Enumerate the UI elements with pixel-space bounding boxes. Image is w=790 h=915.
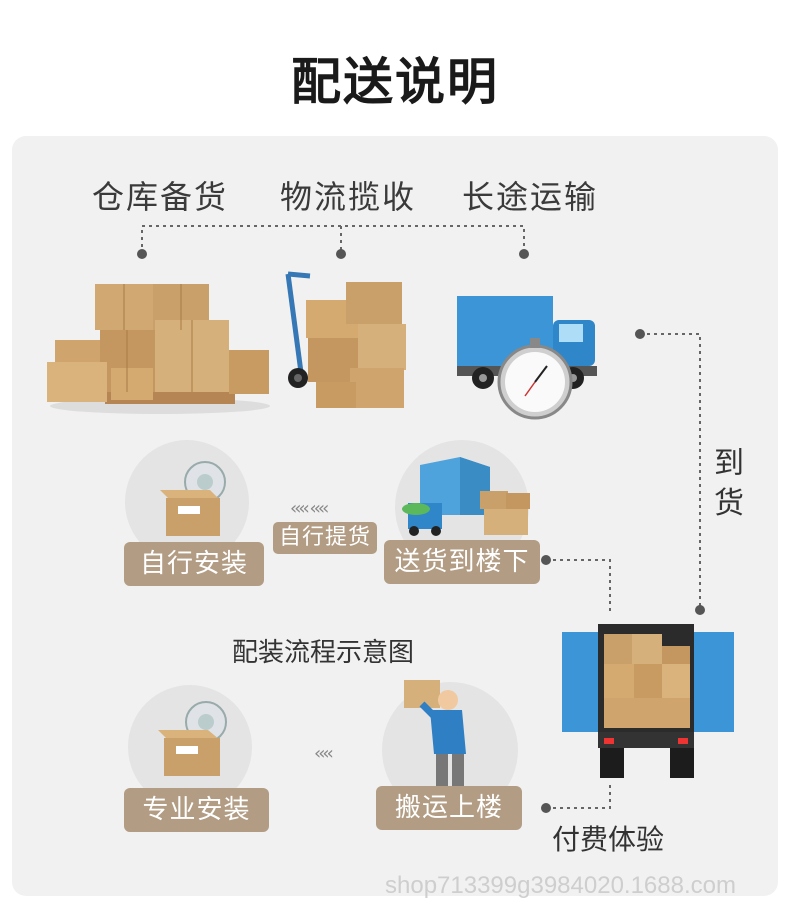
arrive-label-1: 到 — [714, 438, 744, 482]
pickup-badge: 自行提货 — [273, 522, 377, 554]
carry-chevrons: ‹‹‹‹ — [314, 743, 331, 764]
truck-stopwatch-icon — [455, 290, 605, 422]
pickup-chevrons: ‹‹‹‹ ‹‹‹‹ — [290, 498, 326, 519]
arrive-label-2: 货 — [714, 478, 744, 522]
carry-upstairs-badge: 搬运上楼 — [376, 786, 522, 830]
box-parts-icon — [150, 460, 240, 540]
flow-title: 配装流程示意图 — [232, 632, 414, 669]
hand-truck-icon — [280, 270, 410, 415]
worker-carrying-icon — [400, 674, 480, 800]
box-parts-icon — [148, 700, 238, 780]
watermark: shop713399g3984020.1688.com — [385, 872, 736, 900]
boxes-stack-icon — [45, 280, 275, 415]
building-truck-icon — [400, 455, 535, 545]
deliver-downstairs-badge: 送货到楼下 — [384, 540, 540, 584]
open-truck-icon — [560, 620, 740, 782]
paid-experience-label: 付费体验 — [552, 818, 664, 858]
pro-install-badge: 专业安装 — [124, 788, 269, 832]
self-install-badge: 自行安装 — [124, 542, 264, 586]
